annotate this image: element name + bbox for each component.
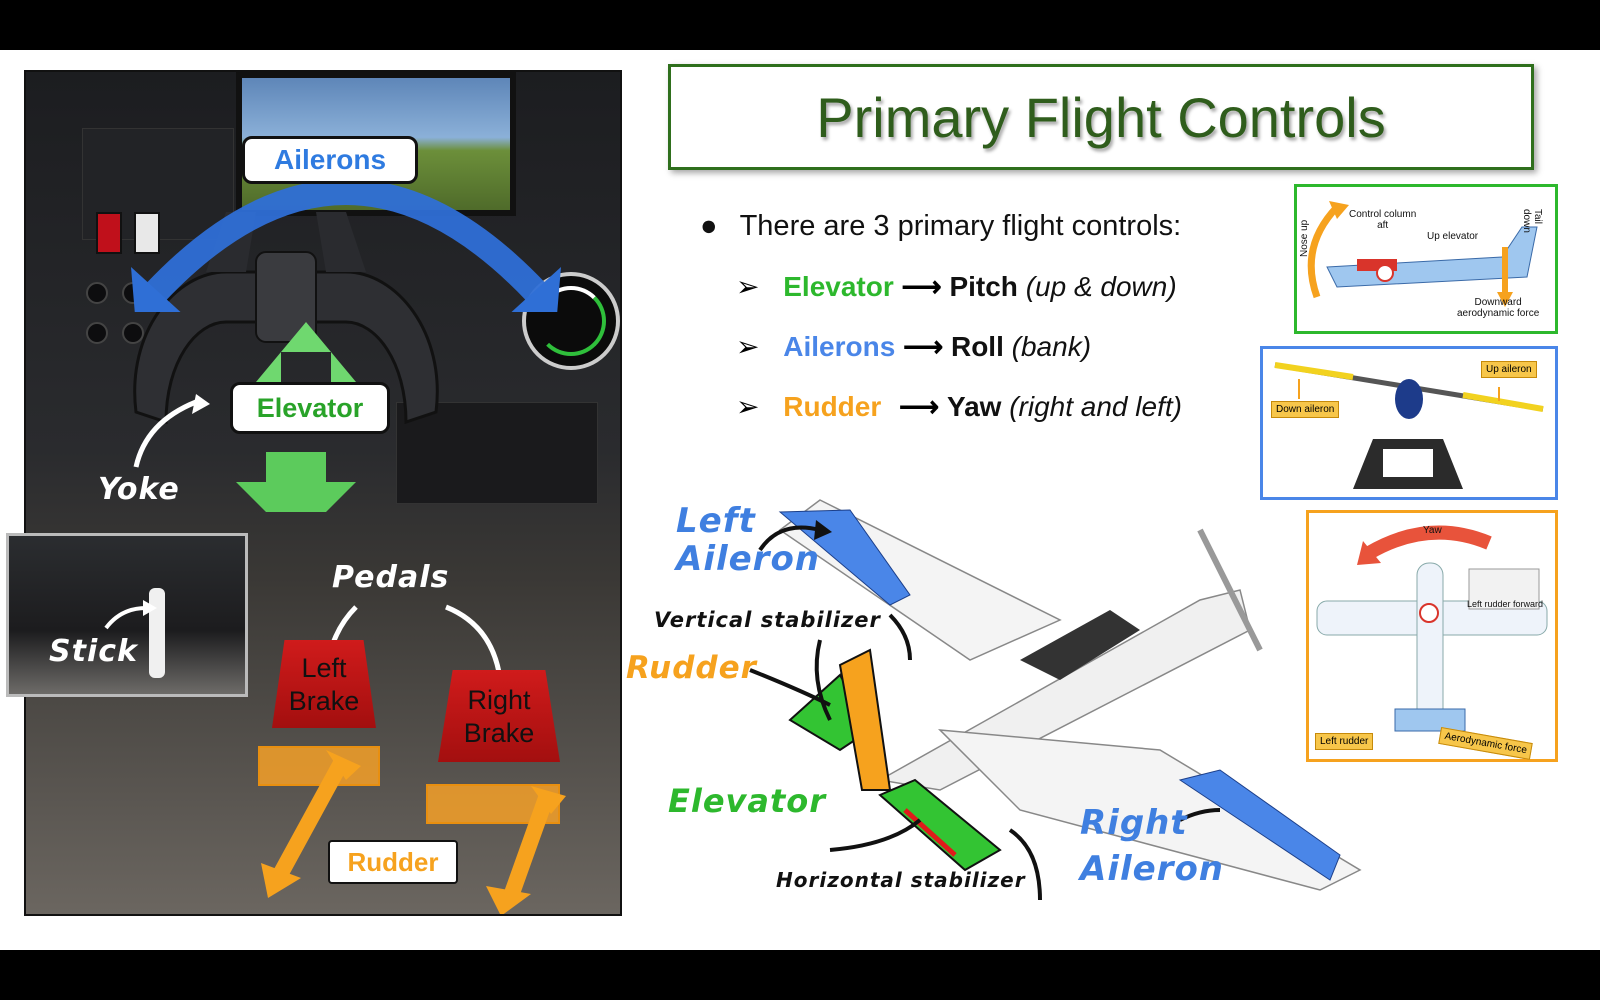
right-elevator-surface — [878, 778, 1002, 872]
control-row-rudder: ➢ Rudder ⟶ Yaw (right and left) — [736, 390, 1182, 423]
left-rudder-tag: Left rudder — [1315, 733, 1374, 750]
row-control: Rudder — [783, 391, 882, 422]
downward-line-2: aerodynamic force — [1457, 308, 1540, 319]
avionics-switch — [134, 212, 160, 254]
left-brake-text-2: Brake — [288, 686, 360, 716]
pitch-airplane-icon — [1307, 201, 1538, 307]
roll-figure: Up aileron Down aileron — [1260, 346, 1558, 500]
stick-inset-photo: Stick — [6, 533, 248, 697]
right-aileron-word-1: Right — [1080, 803, 1188, 843]
elevator-arrow-icon — [236, 322, 356, 512]
left-brake-text-1: Left — [301, 653, 347, 683]
diagram-pointer-arrows — [749, 520, 1221, 901]
stick-label: Stick — [49, 634, 138, 669]
master-switch — [96, 212, 122, 254]
title-box: Primary Flight Controls — [668, 64, 1534, 170]
propeller — [1197, 528, 1263, 652]
right-arrow-icon: ⟶ — [901, 271, 942, 302]
control-column-line-1: Control column — [1349, 209, 1417, 220]
control-column-text: Control column aft — [1349, 209, 1416, 231]
bullet-dot-icon: ● — [700, 210, 718, 242]
elevator-diagram-label: Elevator — [668, 782, 827, 820]
pitch-figure: Control column aft Up elevator Nose up T… — [1294, 184, 1558, 334]
row-result: Roll — [950, 331, 1004, 362]
downward-force-text: Downward aerodynamic force — [1457, 297, 1539, 319]
right-brake-pedal: Right Brake — [438, 670, 560, 762]
tail-down-text: Tail down — [1521, 209, 1543, 233]
knob-icon — [122, 322, 144, 344]
horizontal-stabilizer-label: Horizontal stabilizer — [776, 868, 1026, 892]
right-wing — [938, 729, 1362, 891]
airspeed-gauge — [522, 272, 620, 370]
yoke-pointer-arrow-icon — [133, 394, 210, 468]
yaw-figure: Yaw Left rudder forward Left rudder Aero… — [1306, 510, 1558, 762]
canopy — [1020, 610, 1140, 680]
left-aileron-surface — [778, 509, 911, 606]
rudder-diagram-label: Rudder — [626, 650, 757, 686]
radio-stack — [396, 402, 598, 504]
down-aileron-tag: Down aileron — [1271, 401, 1340, 418]
bullet-intro: ● There are 3 primary flight controls: — [700, 210, 1181, 243]
aileron-arrow-icon — [131, 179, 561, 312]
yoke-label: Yoke — [98, 472, 180, 507]
row-result: Pitch — [949, 271, 1018, 302]
left-aileron-label: Left Aileron — [676, 502, 820, 578]
row-control: Ailerons — [783, 331, 896, 362]
cockpit-photo: Ailerons Elevator Yoke Pedals Left Brake… — [24, 70, 622, 916]
stick-pointer-arrow-icon — [104, 600, 157, 630]
right-brake-text-1: Right — [467, 685, 531, 715]
knob-icon — [86, 282, 108, 304]
left-aileron-word-2: Aileron — [676, 539, 821, 579]
page-title: Primary Flight Controls — [816, 86, 1386, 149]
row-detail: (bank) — [1011, 331, 1092, 362]
row-detail: (right and left) — [1009, 391, 1182, 422]
right-arrow-icon: ⟶ — [899, 391, 940, 422]
right-aileron-word-2: Aileron — [1080, 849, 1225, 889]
row-arrow-icon: ➢ — [736, 331, 760, 362]
nose-up-text: Nose up — [1299, 219, 1310, 257]
up-aileron-tag: Up aileron — [1481, 361, 1537, 378]
control-row-elevator: ➢ Elevator ⟶ Pitch (up & down) — [736, 270, 1177, 303]
right-rudder-arrow-icon — [486, 786, 566, 914]
trim-tab — [903, 808, 957, 857]
elevator-label: Elevator — [230, 382, 390, 434]
left-rudder-arrow-icon — [261, 750, 361, 898]
vertical-stabilizer-label: Vertical stabilizer — [654, 608, 881, 632]
roll-airplane-icon — [1274, 362, 1544, 489]
left-rudder-pedal — [258, 746, 380, 786]
row-result: Yaw — [946, 391, 1002, 422]
left-brake-pedal: Left Brake — [272, 640, 376, 728]
left-rudder-forward-text: Left rudder forward — [1467, 599, 1544, 609]
ailerons-label: Ailerons — [242, 136, 418, 184]
left-aileron-word-1: Left — [676, 501, 756, 541]
stick-graphic — [149, 588, 165, 678]
right-aileron-label: Right Aileron — [1080, 800, 1224, 892]
control-column-line-2: aft — [1377, 220, 1389, 231]
row-arrow-icon: ➢ — [736, 271, 760, 302]
yaw-airplane-icon — [1316, 525, 1548, 732]
right-aileron-surface — [1178, 769, 1341, 881]
rudder-label: Rudder — [328, 840, 458, 884]
row-detail: (up & down) — [1025, 271, 1177, 302]
knob-icon — [86, 322, 108, 344]
control-row-ailerons: ➢ Ailerons ⟶ Roll (bank) — [736, 330, 1091, 363]
airplane-diagram — [778, 499, 1362, 891]
up-elevator-text: Up elevator — [1427, 231, 1479, 242]
downward-line-1: Downward — [1474, 297, 1522, 308]
pedals-label: Pedals — [332, 560, 450, 595]
row-arrow-icon: ➢ — [736, 391, 760, 422]
slide: Ailerons Elevator Yoke Pedals Left Brake… — [0, 50, 1600, 950]
yaw-text: Yaw — [1423, 525, 1442, 536]
right-arrow-icon: ⟶ — [903, 331, 944, 362]
right-brake-text-2: Brake — [463, 718, 535, 748]
row-control: Elevator — [783, 271, 894, 302]
bullet-text: There are 3 primary flight controls: — [739, 210, 1182, 242]
